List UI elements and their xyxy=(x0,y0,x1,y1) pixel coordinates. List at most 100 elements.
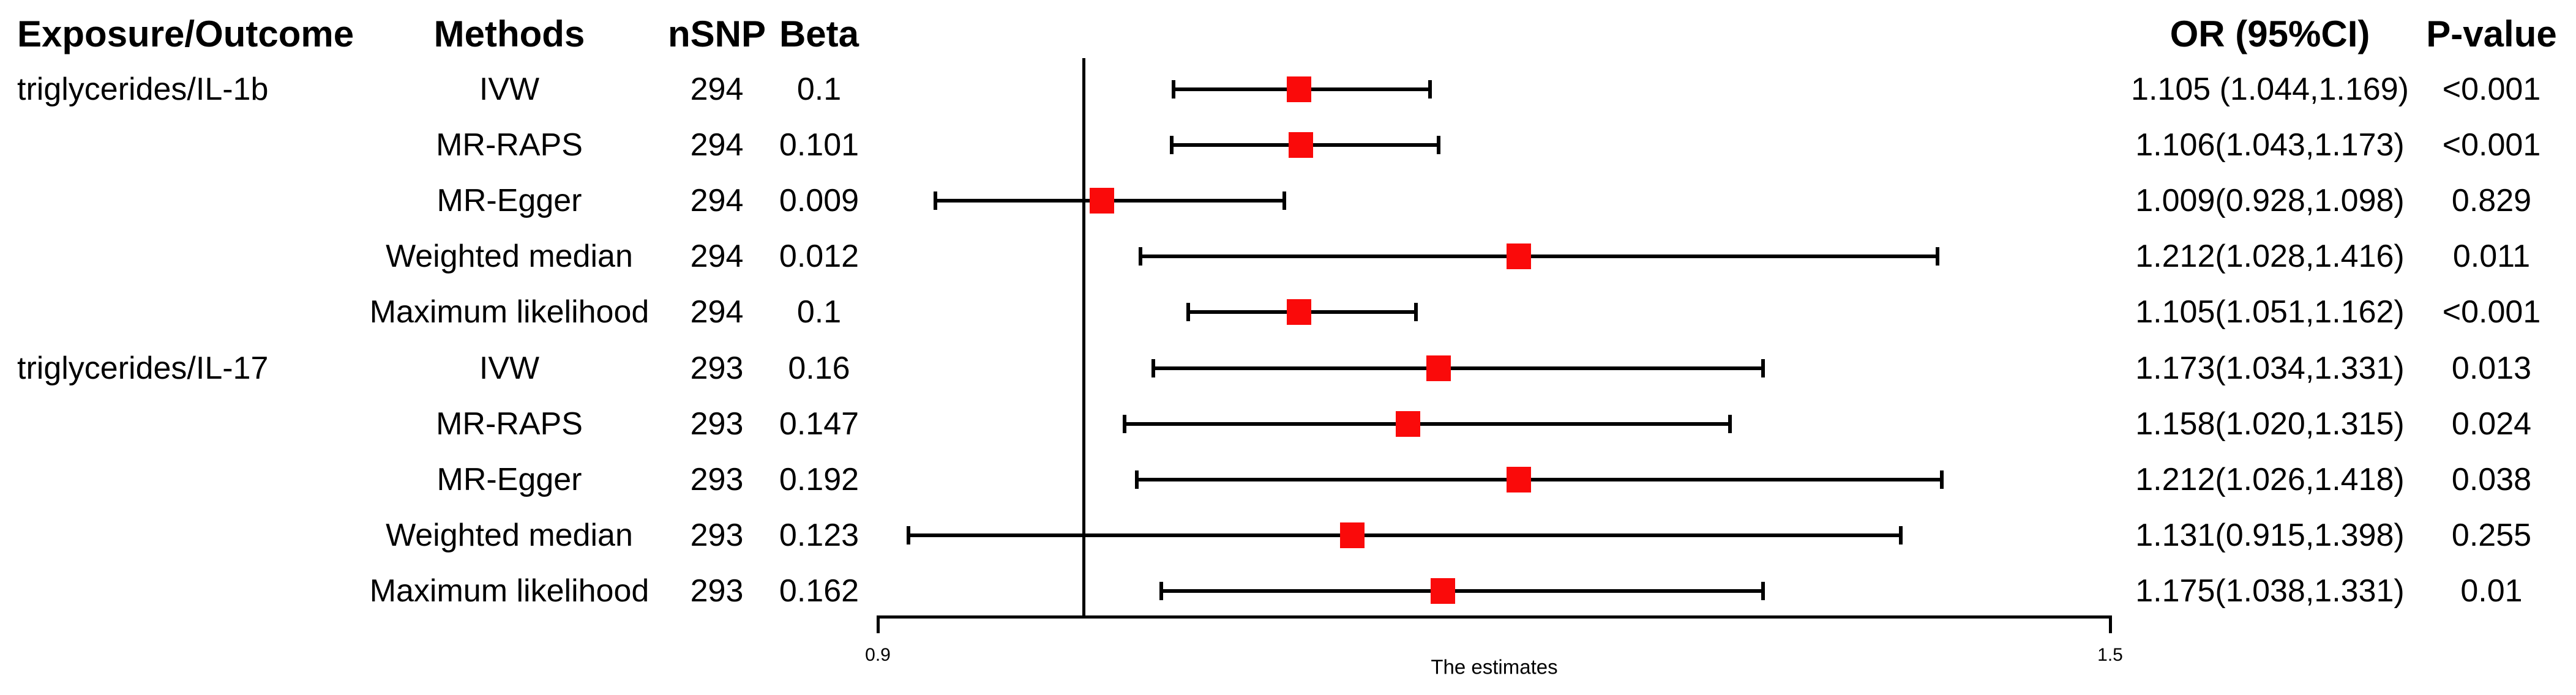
row-beta-value: 0.1 xyxy=(796,294,842,330)
x-axis-title: The estimates xyxy=(1431,655,1558,678)
row-beta-value: 0.16 xyxy=(788,351,850,386)
error-bar-cap-left xyxy=(934,191,937,210)
or-marker xyxy=(1090,188,1114,214)
row-method-label: MR-RAPS xyxy=(436,127,583,163)
row-nsnp-value: 294 xyxy=(690,294,744,330)
row-method-label: Weighted median xyxy=(386,518,633,553)
or-marker xyxy=(1507,243,1531,269)
column-header-exposure-outcome: Exposure/Outcome xyxy=(17,13,354,54)
row-p-value: 0.829 xyxy=(2451,183,2532,218)
error-bar-line xyxy=(1153,366,1763,370)
row-beta-value: 0.123 xyxy=(779,518,859,553)
error-bar-cap-right xyxy=(1899,526,1903,544)
row-method-label: IVW xyxy=(479,72,540,107)
error-bar-cap-left xyxy=(1123,415,1126,433)
row-nsnp-value: 293 xyxy=(690,406,744,442)
error-bar-cap-left xyxy=(1135,470,1139,489)
error-bar-cap-left xyxy=(1151,359,1155,377)
row-or-ci-value: 1.173(1.034,1.331) xyxy=(2135,351,2405,386)
row-method-label: Weighted median xyxy=(386,239,633,274)
column-header-nsnp: nSNP xyxy=(667,13,766,54)
row-p-value: 0.013 xyxy=(2451,351,2532,386)
row-or-ci-value: 1.158(1.020,1.315) xyxy=(2135,406,2405,442)
row-or-ci-value: 1.105(1.051,1.162) xyxy=(2135,294,2405,330)
x-axis-tick-label-left: 0.9 xyxy=(865,645,891,665)
error-bar-cap-right xyxy=(1437,136,1440,154)
row-p-value: 0.038 xyxy=(2451,462,2532,497)
row-p-value: <0.001 xyxy=(2442,294,2541,330)
or-marker xyxy=(1431,578,1455,604)
row-method-label: MR-RAPS xyxy=(436,406,583,442)
error-bar-line xyxy=(1140,255,1938,258)
row-exposure-outcome-label: triglycerides/IL-17 xyxy=(17,351,269,386)
row-nsnp-value: 293 xyxy=(690,518,744,553)
x-axis-tick-label-right: 1.5 xyxy=(2097,645,2123,665)
column-header-methods: Methods xyxy=(433,13,585,54)
error-bar-line xyxy=(908,533,1901,537)
row-nsnp-value: 294 xyxy=(690,72,744,107)
x-axis-tick-left xyxy=(877,617,880,633)
row-p-value: <0.001 xyxy=(2442,72,2541,107)
row-method-label: Maximum likelihood xyxy=(369,573,650,609)
row-beta-value: 0.162 xyxy=(779,573,859,609)
row-nsnp-value: 294 xyxy=(690,183,744,218)
row-method-label: MR-Egger xyxy=(436,462,582,497)
row-or-ci-value: 1.009(0.928,1.098) xyxy=(2135,183,2405,218)
error-bar-cap-right xyxy=(1940,470,1944,489)
row-p-value: 0.011 xyxy=(2452,239,2531,274)
row-beta-value: 0.009 xyxy=(779,183,859,218)
row-beta-value: 0.192 xyxy=(779,462,859,497)
row-method-label: Maximum likelihood xyxy=(369,294,650,330)
reference-line-or-1 xyxy=(1082,58,1085,617)
column-header-or-ci: OR (95%CI) xyxy=(2170,13,2370,54)
error-bar-cap-right xyxy=(1414,303,1418,321)
row-beta-value: 0.101 xyxy=(779,127,859,163)
row-exposure-outcome-label: triglycerides/IL-1b xyxy=(17,72,269,107)
x-axis-line xyxy=(877,615,2112,619)
row-or-ci-value: 1.131(0.915,1.398) xyxy=(2135,518,2405,553)
or-marker xyxy=(1426,355,1451,381)
or-marker xyxy=(1287,76,1311,102)
column-header-p-value: P-value xyxy=(2426,13,2557,54)
error-bar-cap-right xyxy=(1761,359,1765,377)
error-bar-cap-left xyxy=(1170,136,1174,154)
error-bar-cap-left xyxy=(907,526,910,544)
error-bar-cap-left xyxy=(1139,247,1142,266)
error-bar-cap-left xyxy=(1172,80,1175,98)
error-bar-cap-left xyxy=(1159,582,1163,600)
row-or-ci-value: 1.212(1.028,1.416) xyxy=(2135,239,2405,274)
row-or-ci-value: 1.175(1.038,1.331) xyxy=(2135,573,2405,609)
error-bar-cap-right xyxy=(1936,247,1939,266)
error-bar-cap-right xyxy=(1728,415,1732,433)
row-method-label: MR-Egger xyxy=(436,183,582,218)
row-or-ci-value: 1.105 (1.044,1.169) xyxy=(2131,72,2409,107)
or-marker xyxy=(1289,132,1313,158)
row-or-ci-value: 1.212(1.026,1.418) xyxy=(2135,462,2405,497)
or-marker xyxy=(1287,299,1311,325)
row-nsnp-value: 293 xyxy=(690,462,744,497)
error-bar-line xyxy=(1125,422,1730,426)
error-bar-cap-right xyxy=(1428,80,1432,98)
error-bar-cap-right xyxy=(1761,582,1765,600)
error-bar-line xyxy=(1161,589,1763,593)
row-nsnp-value: 293 xyxy=(690,573,744,609)
row-p-value: 0.024 xyxy=(2451,406,2532,442)
row-p-value: <0.001 xyxy=(2442,127,2541,163)
error-bar-line xyxy=(1137,478,1942,481)
x-axis-tick-right xyxy=(2109,617,2112,633)
or-marker xyxy=(1507,467,1531,492)
row-p-value: 0.01 xyxy=(2460,573,2523,609)
error-bar-cap-right xyxy=(1282,191,1286,210)
row-nsnp-value: 294 xyxy=(690,127,744,163)
row-or-ci-value: 1.106(1.043,1.173) xyxy=(2135,127,2405,163)
error-bar-cap-left xyxy=(1186,303,1190,321)
row-beta-value: 0.012 xyxy=(779,239,859,274)
row-method-label: IVW xyxy=(479,351,540,386)
row-nsnp-value: 294 xyxy=(690,239,744,274)
or-marker xyxy=(1396,411,1420,437)
row-beta-value: 0.1 xyxy=(796,72,842,107)
row-p-value: 0.255 xyxy=(2451,518,2532,553)
or-marker xyxy=(1340,522,1365,548)
column-header-beta: Beta xyxy=(779,13,859,54)
